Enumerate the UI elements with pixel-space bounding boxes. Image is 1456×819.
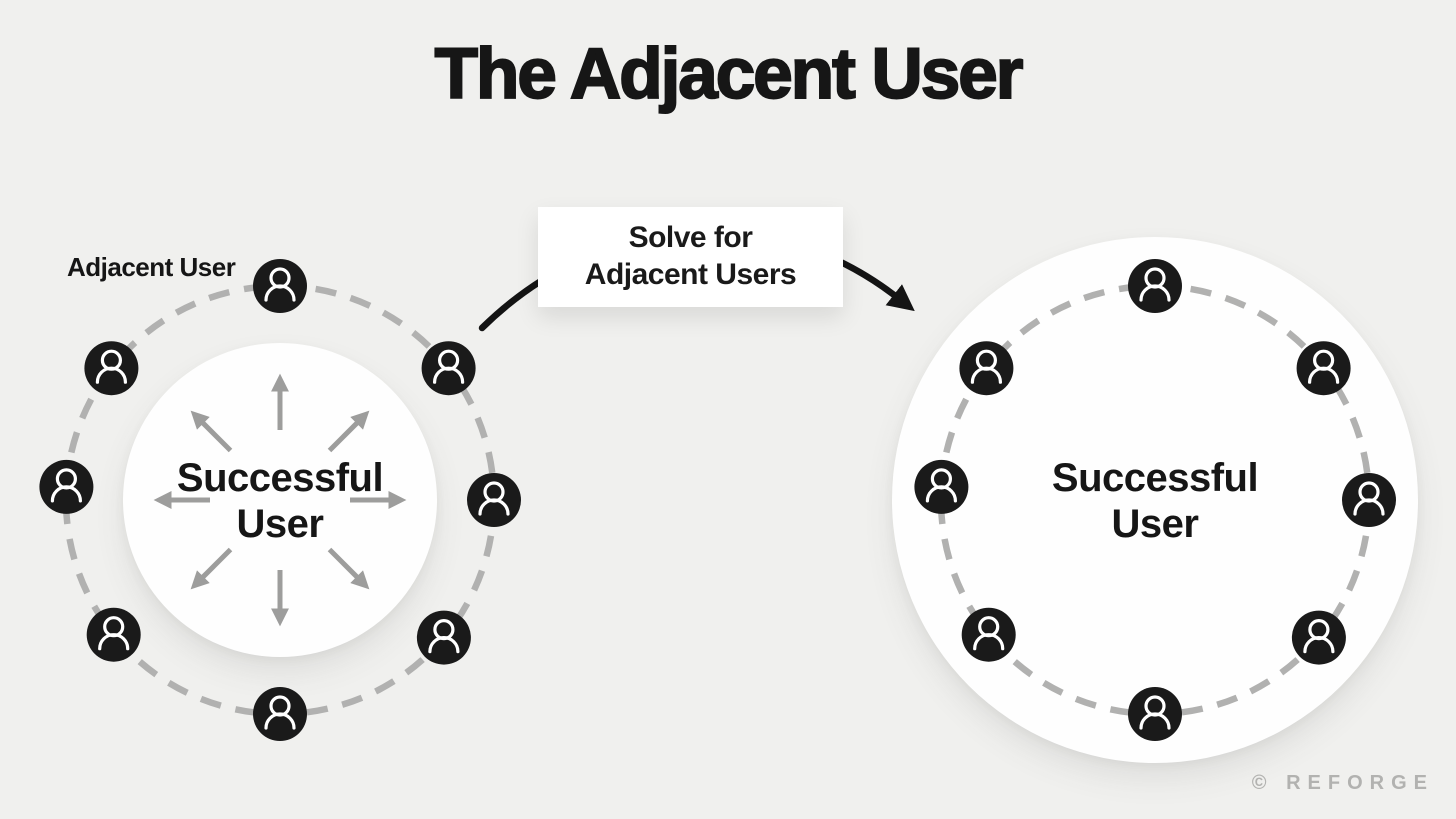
left-successful-user-text: Successful User [176,455,384,547]
person-icon [84,341,139,396]
left-adjacent-user-diagram [39,259,521,741]
solve-box-line2: Adjacent Users [584,258,797,291]
person-icon [1296,341,1351,396]
right-successful-user-text: Successful User [1051,455,1259,547]
outward-arrow-icon [190,410,233,453]
person-icon [253,687,307,741]
person-icon [421,341,476,396]
person-icon [86,607,141,662]
adjacent-user-label: Adjacent User [67,252,236,282]
person-icon [467,473,521,527]
left-successful-user-line1: Successful [176,456,384,500]
solve-box-line1: Solve for [628,221,753,255]
outward-arrow-icon [190,547,233,590]
person-icon [961,607,1016,662]
person-icon [914,459,969,514]
person-icon [416,610,471,665]
outward-arrow-icon [327,410,370,453]
left-successful-user-line2: User [236,502,324,546]
reforge-logo: © REFORGE [1251,772,1434,794]
person-icon [959,341,1014,396]
right-adjacent-user-diagram [914,259,1396,741]
page-title: The Adjacent User [434,34,1025,115]
person-icon [39,459,94,514]
person-icon [1128,259,1182,313]
right-successful-user-line1: Successful [1051,456,1259,500]
right-successful-user-line2: User [1111,502,1199,546]
right-successful-user-circle [892,237,1418,763]
person-icon [1291,610,1346,665]
person-icon [1342,473,1396,527]
solve-for-adjacent-users-box: Solve for Adjacent Users [538,207,843,307]
outward-arrow-icon [327,547,370,590]
person-icon [1128,687,1182,741]
person-icon [253,259,307,313]
